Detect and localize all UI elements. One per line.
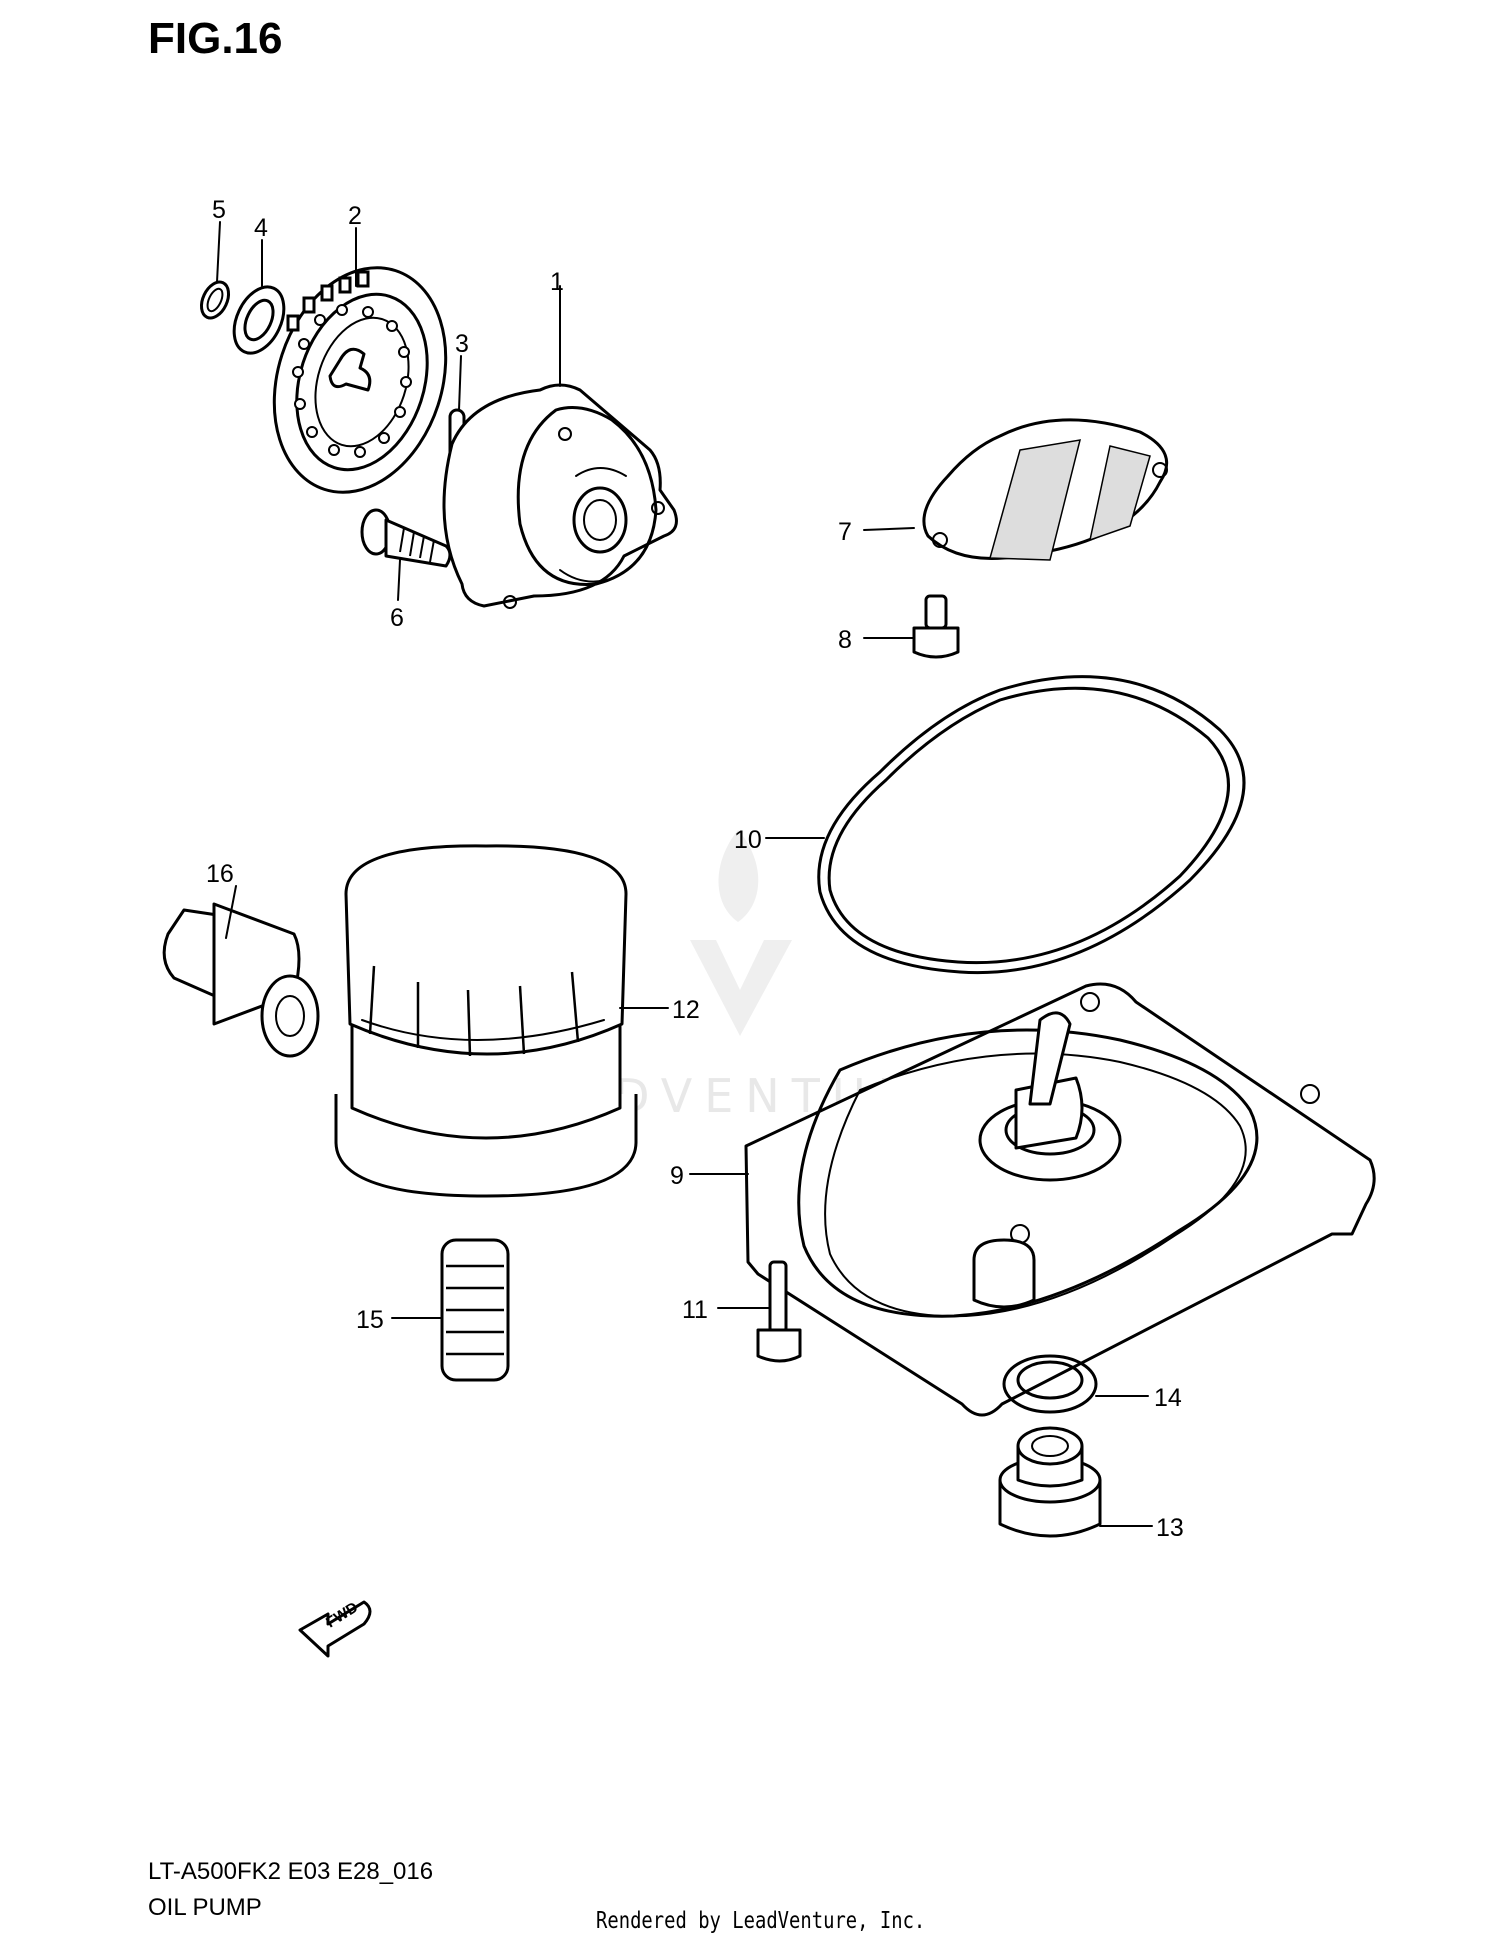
- callout-1: 1: [550, 268, 564, 296]
- part-10-gasket[interactable]: [817, 675, 1246, 975]
- callout-12: 12: [672, 996, 700, 1024]
- part-6-bolt[interactable]: [360, 508, 452, 568]
- part-4-washer[interactable]: [224, 279, 293, 361]
- callout-9: 9: [670, 1162, 684, 1190]
- callout-15: 15: [356, 1306, 384, 1334]
- part-13-drain-plug[interactable]: [998, 1426, 1102, 1538]
- part-12-oil-filter[interactable]: [334, 844, 638, 1198]
- fwd-arrow-icon: FWD: [298, 1599, 372, 1658]
- figure-title: FIG.16: [148, 14, 283, 63]
- part-5-snap-ring[interactable]: [196, 278, 234, 323]
- part-1-oil-pump-body[interactable]: [442, 383, 678, 609]
- callout-10: 10: [734, 826, 762, 854]
- section-name: OIL PUMP: [148, 1894, 262, 1921]
- render-credit: Rendered by LeadVenture, Inc.: [596, 1908, 926, 1934]
- part-16-fitting[interactable]: [162, 902, 320, 1058]
- callout-6: 6: [390, 604, 404, 632]
- callout-16: 16: [206, 860, 234, 888]
- part-7-oil-strainer[interactable]: [922, 418, 1169, 561]
- callout-7: 7: [838, 518, 852, 546]
- callout-8: 8: [838, 626, 852, 654]
- model-code: LT-A500FK2 E03 E28_016: [148, 1858, 434, 1885]
- callout-5: 5: [212, 196, 226, 224]
- part-14-o-ring[interactable]: [1002, 1354, 1098, 1414]
- callout-13: 13: [1156, 1514, 1184, 1542]
- callout-14: 14: [1154, 1384, 1182, 1412]
- part-11-bolt[interactable]: [756, 1260, 802, 1363]
- part-8-bolt[interactable]: [912, 594, 960, 659]
- callout-labels: 1 2 3 4 5 6 7 8 9 10 11 12 13 14 15 16: [206, 196, 1184, 1542]
- part-2-driven-gear[interactable]: [246, 245, 473, 514]
- callout-3: 3: [455, 330, 469, 358]
- callout-2: 2: [348, 202, 362, 230]
- part-15-stud[interactable]: [440, 1238, 510, 1382]
- callout-4: 4: [254, 214, 268, 242]
- callout-11: 11: [682, 1296, 708, 1324]
- leader-lines: [216, 221, 1153, 1527]
- part-9-oil-cover[interactable]: [744, 982, 1376, 1417]
